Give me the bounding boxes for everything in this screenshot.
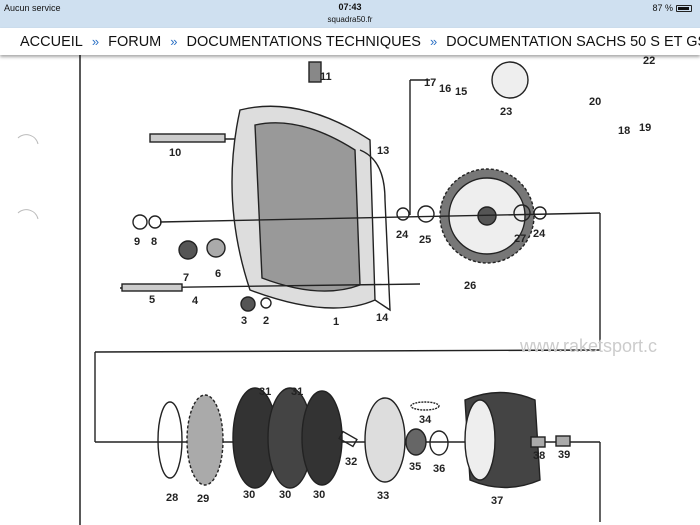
part-label: 32: [345, 456, 357, 468]
part-label: 34: [419, 414, 432, 426]
part-label: 39: [558, 449, 570, 461]
part-label: 24: [533, 228, 546, 240]
battery-icon: [676, 4, 692, 12]
part-label: 19: [639, 122, 651, 134]
status-bar: Aucun service 07:43 squadra50.fr 87 %: [0, 0, 700, 28]
carrier-label: Aucun service: [4, 3, 61, 13]
part-label: 10: [169, 147, 181, 159]
part-label: 15: [455, 86, 467, 98]
breadcrumb-documentations[interactable]: DOCUMENTATIONS TECHNIQUES: [186, 33, 421, 50]
breadcrumb-current: DOCUMENTATION SACHS 50 S ET GS..BOITE: [446, 33, 700, 50]
part-label: 17: [424, 77, 436, 89]
url-bar[interactable]: squadra50.fr: [327, 15, 373, 24]
part-label: 16: [439, 83, 451, 95]
part-label: 25: [419, 234, 431, 246]
part-label: 30: [243, 489, 255, 501]
clock: 07:43: [338, 2, 362, 12]
watermark: www.raketsport.c: [519, 336, 657, 356]
part-label: 8: [151, 236, 157, 248]
part-label: 33: [377, 490, 389, 502]
part-label: 20: [589, 96, 601, 108]
part-label: 13: [377, 145, 389, 157]
part-label: 4: [192, 295, 199, 307]
breadcrumb-forum[interactable]: FORUM: [108, 33, 162, 50]
part-label: 28: [166, 492, 178, 504]
part-label: 27: [514, 233, 526, 245]
part-label: 5: [149, 294, 155, 306]
breadcrumb: ACCUEIL » FORUM » DOCUMENTATIONS TECHNIQUE…: [0, 28, 700, 55]
part-label: 36: [433, 463, 445, 475]
part-label: 6: [215, 268, 221, 280]
part-label: 30: [279, 489, 291, 501]
part-label: 3: [241, 315, 247, 327]
breadcrumb-accueil[interactable]: ACCUEIL: [20, 33, 83, 50]
part-label: 7: [183, 272, 189, 284]
part-label: 24: [396, 229, 409, 241]
part-label: 31: [259, 386, 271, 398]
battery-status: 87 %: [652, 3, 692, 13]
exploded-diagram-image: www.raketsport.c 11 17 16 15 22 20 23 18…: [17, 55, 657, 525]
separator-icon: »: [170, 34, 178, 49]
part-label: 31: [291, 386, 303, 398]
part-label: 37: [491, 495, 503, 507]
separator-icon: »: [91, 34, 100, 49]
part-label: 26: [464, 280, 476, 292]
separator-icon: »: [429, 34, 438, 49]
part-label: 22: [643, 55, 655, 67]
part-label: 14: [376, 312, 389, 324]
part-label: 2: [263, 315, 269, 327]
battery-percent: 87 %: [652, 3, 673, 13]
part-label: 30: [313, 489, 325, 501]
part-label: 35: [409, 461, 421, 473]
part-label: 18: [618, 125, 630, 137]
part-label: 9: [134, 236, 140, 248]
part-label: 38: [533, 450, 545, 462]
part-label: 29: [197, 493, 209, 505]
part-label: 23: [500, 106, 512, 118]
part-label: 1: [333, 316, 339, 328]
part-label: 11: [320, 71, 332, 83]
part-labels: 11 17 16 15 22 20 23 18 19 10 13 9 8 24 …: [134, 55, 655, 507]
